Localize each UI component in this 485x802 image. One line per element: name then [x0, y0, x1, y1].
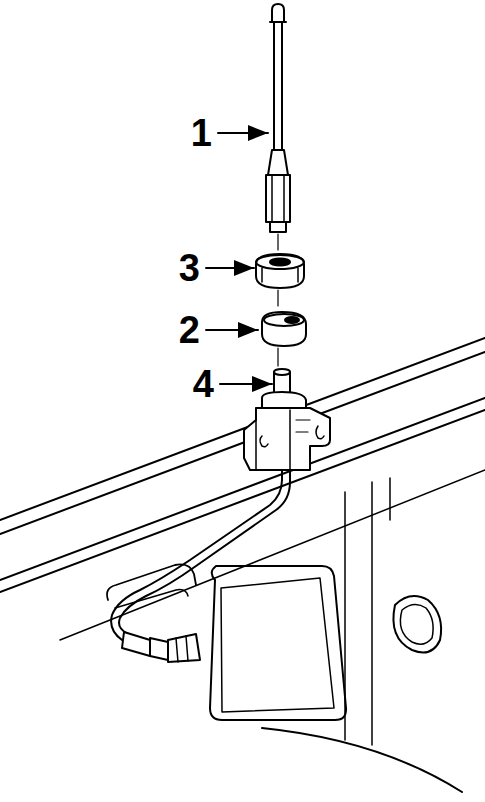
- callout-number: 4: [191, 365, 216, 403]
- callout-number: 1: [189, 114, 214, 152]
- callout-number: 2: [177, 311, 202, 349]
- callout-number: 3: [177, 249, 202, 287]
